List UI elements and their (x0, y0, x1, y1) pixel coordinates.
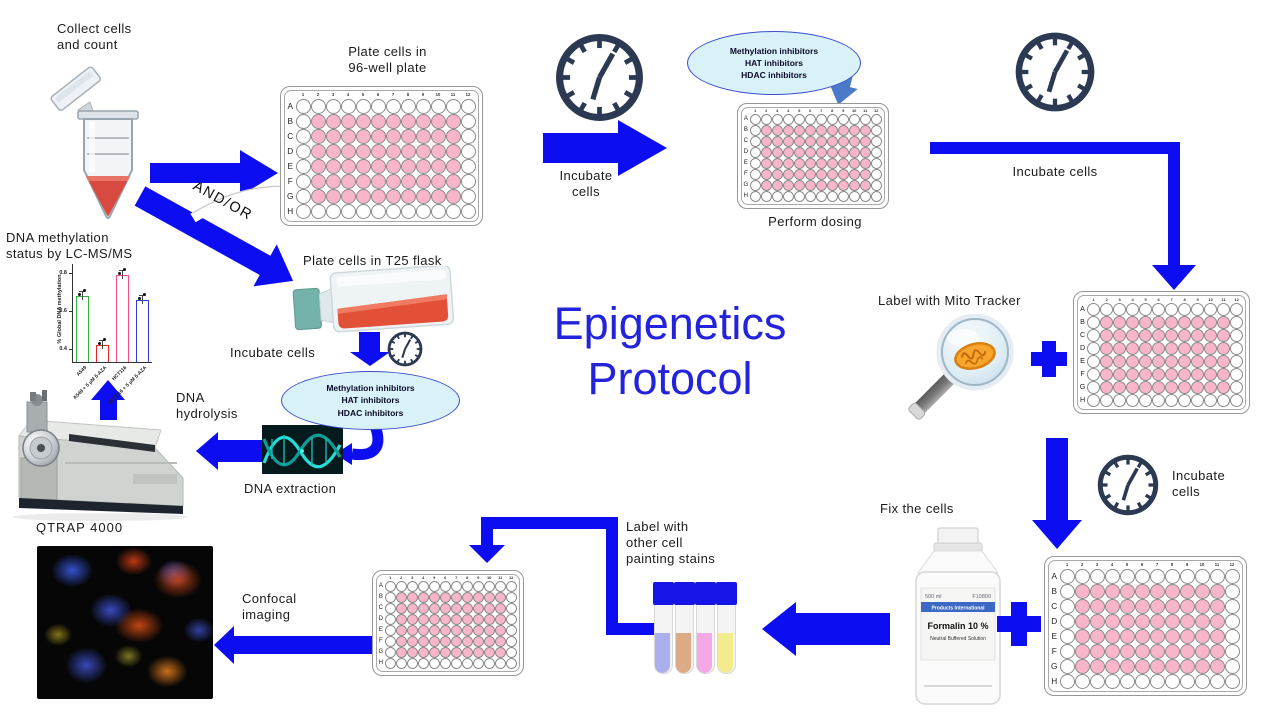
mito-tracker-label: Label with Mito Tracker (878, 293, 1021, 308)
t25-flask-label: Plate cells in T25 flask (303, 253, 442, 268)
plus-sign-2 (997, 602, 1041, 646)
arrow-stains-to-plate5 (469, 517, 656, 635)
svg-text:Neutral Buffered Solution: Neutral Buffered Solution (930, 636, 986, 642)
magnifier-mitochondria-icon (908, 314, 1014, 420)
arrow-inhibitors-to-dna-head (335, 443, 352, 465)
dna-helix-image (262, 425, 343, 474)
svg-text:Products International: Products International (931, 606, 985, 612)
dna-extraction-label: DNA extraction (244, 481, 337, 496)
clock-icon-3 (1095, 452, 1161, 523)
stain-tube-1 (653, 582, 674, 674)
chart-bar (75, 296, 89, 362)
stain-tubes (653, 582, 737, 674)
clock-icon-4 (386, 330, 424, 373)
chart-bar (135, 299, 149, 362)
svg-text:F10800: F10800 (972, 594, 991, 600)
fix-cells-label: Fix the cells (880, 501, 954, 516)
arrow-dna-to-massspec (196, 432, 264, 470)
formalin-bottle: 500 ml F10800 Products International For… (915, 527, 1001, 705)
mass-spectrometer (12, 390, 188, 521)
arrow-plate3-to-plate4 (1032, 438, 1082, 549)
arrow-flask-incubate (350, 332, 390, 366)
perform-dosing-label: Perform dosing (768, 214, 862, 229)
incubate-cells-label-2: Incubate cells (1012, 164, 1098, 179)
svg-text:Formalin 10 %: Formalin 10 % (927, 621, 988, 631)
incubate-cells-flask-label: Incubate cells (230, 345, 316, 360)
confocal-microscopy-image (37, 546, 213, 699)
arrow-plate5-to-confocal (214, 626, 374, 664)
arrow-fix-to-stains (762, 602, 890, 656)
chart-y-axis (72, 264, 73, 362)
stain-tube-2 (674, 582, 695, 674)
arrow-plate2-to-plate3 (930, 142, 1196, 290)
clock-icon-1 (552, 30, 647, 130)
microcentrifuge-tube (50, 66, 139, 219)
stain-tube-4 (716, 582, 737, 674)
arrow-and-or-to-flask (134, 186, 294, 287)
chart-bar (115, 275, 129, 362)
arrow-massspec-to-chart (91, 380, 125, 420)
t25-flask (292, 266, 455, 333)
stain-tube-3 (695, 582, 716, 674)
clock-icon-2 (1012, 29, 1098, 120)
chart-x-axis (72, 362, 152, 363)
svg-text:500 ml: 500 ml (925, 594, 942, 600)
plus-sign-1 (1031, 341, 1067, 377)
arrow-incubate1 (543, 120, 667, 176)
arrow-tube-to-plate1 (150, 150, 278, 196)
qtrap-label: QTRAP 4000 (36, 520, 124, 535)
